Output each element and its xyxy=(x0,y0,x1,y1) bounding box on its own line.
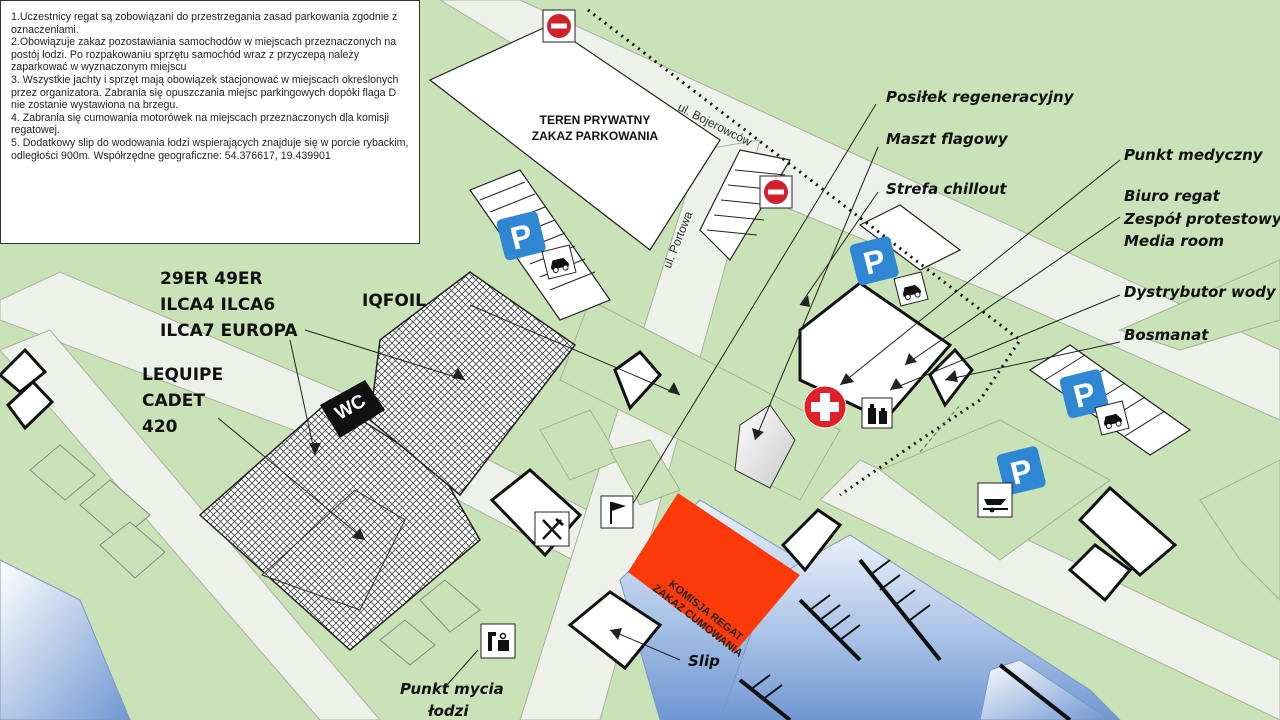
rule-3: 3. Wszystkie jachty i sprzęt mają obowią… xyxy=(11,73,399,112)
private-area-line2: ZAKAZ PARKOWANIA xyxy=(531,129,659,143)
committee-zone xyxy=(628,493,800,652)
first-aid-icon xyxy=(803,385,847,429)
class-iqfoil: IQFOIL xyxy=(362,291,426,311)
pier-fingers xyxy=(749,559,931,701)
car-icon xyxy=(893,271,929,307)
class-line-2: ILCA4 ILCA6 xyxy=(160,295,276,315)
rule-5: 5. Dodatkowy slip do wodowania łodzi wsp… xyxy=(11,136,409,162)
label-medyczny: Punkt medyczny xyxy=(1124,146,1263,164)
rules-box: 1.Uczestnicy regat są zobowiązani do prz… xyxy=(0,0,420,244)
parking-icon: P xyxy=(1059,369,1109,419)
water-bottle-icon xyxy=(861,397,893,429)
classes-group-1: 29ER 49ER ILCA4 ILCA6 ILCA7 EUROPA xyxy=(160,266,298,344)
class-line-3: ILCA7 EUROPA xyxy=(160,321,298,341)
boat-trailer-icon xyxy=(977,482,1013,518)
private-area-label: TEREN PRYWATNY ZAKAZ PARKOWANIA xyxy=(520,112,670,144)
flag-icon xyxy=(600,495,634,529)
dashed-boundary xyxy=(919,404,961,453)
label-biuro: Biuro regat xyxy=(1124,187,1220,205)
private-area-line1: TEREN PRYWATNY xyxy=(539,113,651,127)
cutlery-icon xyxy=(534,511,570,547)
water-left xyxy=(0,559,131,720)
label-media: Media room xyxy=(1124,232,1224,250)
label-maszt: Maszt flagowy xyxy=(886,130,1008,148)
parking-icon: P xyxy=(849,236,899,286)
boat-zone-inner xyxy=(261,489,406,611)
wc-block xyxy=(320,380,385,438)
rule-1: 1.Uczestnicy regat są zobowiązani do prz… xyxy=(11,11,398,36)
label-protestowy: Zespół protestowy xyxy=(1124,210,1280,228)
houses xyxy=(29,444,481,666)
buildings xyxy=(0,281,1178,671)
class-line-4: LEQUIPE xyxy=(142,365,224,385)
wash-icon xyxy=(480,623,516,659)
label-posilek: Posiłek regeneracyjny xyxy=(886,88,1074,106)
label-chillout: Strefa chillout xyxy=(886,180,1007,198)
label-dystrybutor: Dystrybutor wody xyxy=(1124,283,1276,301)
class-line-6: 420 xyxy=(142,417,178,437)
car-icon xyxy=(1094,400,1130,436)
rule-4: 4. Zabrania się cumowania motorówek na m… xyxy=(11,111,390,137)
car-icon xyxy=(541,244,577,280)
parking-icon: P xyxy=(496,211,546,261)
no-entry-icon xyxy=(542,9,576,43)
private-area xyxy=(428,24,721,251)
chillout-building xyxy=(734,404,796,489)
class-line-5: CADET xyxy=(142,391,205,411)
classes-group-2: LEQUIPE CADET 420 xyxy=(142,362,223,440)
label-mycie-2: łodzi xyxy=(428,702,469,720)
class-line-1: 29ER 49ER xyxy=(160,269,263,289)
leader-lines xyxy=(217,103,1121,686)
no-entry-icon xyxy=(759,175,793,209)
arrowheads xyxy=(309,295,958,640)
rule-2: 2.Obowiązuje zakaz pozostawiania samocho… xyxy=(11,36,397,74)
label-slip: Slip xyxy=(688,652,720,670)
label-bosmanat: Bosmanat xyxy=(1124,326,1209,344)
label-mycie-1: Punkt mycia xyxy=(400,680,504,698)
